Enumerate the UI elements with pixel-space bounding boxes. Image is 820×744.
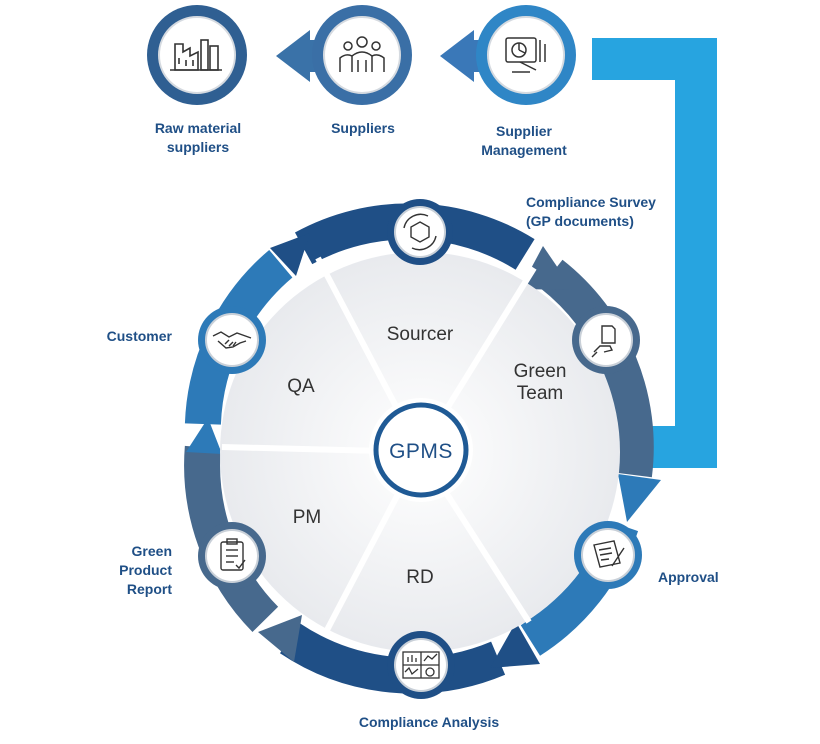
label-customer: Customer	[106, 328, 172, 344]
label-raw-material-suppliers: Raw material suppliers	[154, 120, 242, 155]
role-green-team: Green Team	[513, 361, 567, 404]
label-supplier-management: Supplier Management	[481, 123, 567, 158]
presentation-chart-icon	[505, 37, 546, 73]
node-green-team	[572, 306, 640, 374]
people-group-icon	[339, 36, 385, 72]
node-customer	[198, 306, 266, 374]
node-compliance-survey	[387, 199, 453, 265]
document-sign-icon	[593, 540, 625, 568]
label-compliance-analysis: Compliance Analysis	[358, 714, 500, 730]
node-green-product-report	[198, 522, 266, 590]
role-qa: QA	[287, 376, 315, 397]
node-approval	[574, 521, 642, 589]
cycle-cube-icon	[403, 213, 437, 251]
node-compliance-analysis	[387, 631, 455, 699]
label-green-product-report: Green Product Report	[119, 543, 172, 597]
node-suppliers	[312, 5, 412, 105]
hub-label: GPMS	[389, 440, 453, 463]
gpms-hub	[369, 398, 473, 502]
ring-arrowheads	[186, 233, 661, 668]
clipboard-checklist-icon	[220, 538, 246, 571]
hand-folder-icon	[591, 325, 616, 358]
role-rd: RD	[406, 567, 434, 588]
dashboard-icon	[402, 651, 440, 679]
node-raw-material-suppliers	[147, 5, 247, 105]
factory-icon	[170, 39, 222, 71]
label-suppliers: Suppliers	[331, 120, 395, 136]
node-supplier-management	[476, 5, 576, 105]
label-compliance-survey: Compliance Survey (GP documents)	[526, 194, 656, 229]
label-approval: Approval	[658, 569, 719, 585]
handshake-icon	[212, 331, 252, 349]
role-sourcer: Sourcer	[386, 324, 454, 345]
role-pm: PM	[292, 507, 322, 528]
